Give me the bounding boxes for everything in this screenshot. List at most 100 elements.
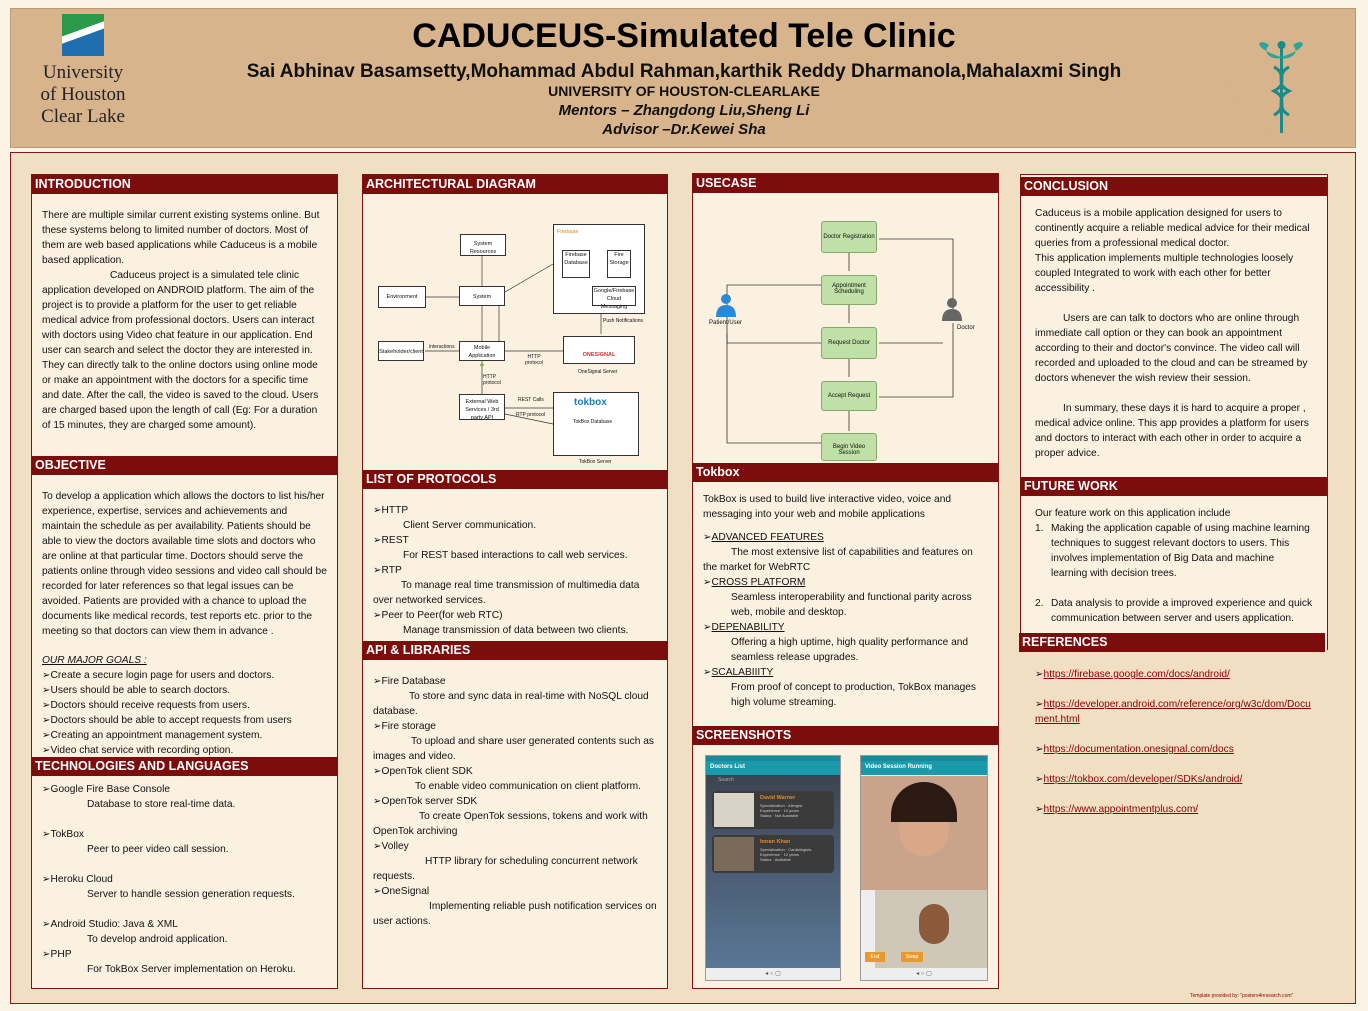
api-heading: API & LIBRARIES <box>363 641 667 660</box>
video-session-title: Video Session Running <box>861 761 987 775</box>
diagram-environment: Environment <box>378 286 426 308</box>
diagram-cloud-messaging: Google/Firebase Cloud Messaging <box>592 286 636 310</box>
doctor-name: David Warner <box>760 795 796 801</box>
objective-p1: To develop a application which allows th… <box>42 491 327 637</box>
usecase-diagram: Doctor Registration Appointment Scheduli… <box>693 193 998 463</box>
video-local-feed <box>875 890 987 970</box>
university: UNIVERSITY OF HOUSTON-CLEARLAKE <box>548 83 820 99</box>
reference-link[interactable]: https://firebase.google.com/docs/android… <box>1043 669 1230 680</box>
doctor-fields: Specialization · Allergist Experience · … <box>760 803 803 818</box>
swap-camera-button[interactable]: Swap <box>901 952 923 962</box>
android-nav-bar: ◂ ○ ▢ <box>861 968 987 980</box>
reference-link[interactable]: https://documentation.onesignal.com/docs <box>1043 744 1234 755</box>
diagram-rest-label: REST Calls <box>518 397 544 403</box>
diagram-tokbox: tokbox <box>553 392 639 456</box>
doctors-search: Search <box>718 777 734 783</box>
goal-item: ➢Creating an appointment management syst… <box>42 730 263 741</box>
reference-item: ➢https://developer.android.com/reference… <box>1035 699 1311 725</box>
advisor: Advisor –Dr.Kewei Sha <box>602 121 766 138</box>
conclusion-p4: In summary, these days it is hard to acq… <box>1035 403 1309 459</box>
doctor-card: David Warner Specialization · Allergist … <box>712 791 834 829</box>
future-intro: Our feature work on this application inc… <box>1035 508 1231 519</box>
usecase-node: Request Doctor <box>821 327 877 359</box>
diagram-system: System <box>459 286 505 306</box>
diagram-stakeholder: Stakeholder/client <box>378 341 424 361</box>
reference-item: ➢https://documentation.onesignal.com/doc… <box>1035 744 1234 755</box>
goals-heading: OUR MAJOR GOALS : <box>42 655 147 666</box>
conclusion-section: Caduceus is a mobile application designe… <box>1021 196 1327 477</box>
architecture-heading: ARCHITECTURAL DIAGRAM <box>363 175 667 194</box>
poster-title: CADUCEUS-Simulated Tele Clinic <box>412 17 956 55</box>
logo-line-2: of Houston <box>40 84 126 105</box>
reference-link[interactable]: https://tokbox.com/developer/SDKs/androi… <box>1043 774 1243 785</box>
future-item: 2.Data analysis to provide a improved ex… <box>1035 598 1313 624</box>
usecase-node: Doctor Registration <box>821 221 877 253</box>
objective-heading: OBJECTIVE <box>32 456 337 475</box>
reference-item: ➢https://www.appointmentplus.com/ <box>1035 804 1199 815</box>
conclusion-p1: Caduceus is a mobile application designe… <box>1035 208 1310 249</box>
patient-actor-icon <box>715 293 737 317</box>
introduction-p2: Caduceus project is a simulated tele cli… <box>42 270 319 431</box>
caduceus-logo-icon <box>1189 17 1339 145</box>
protocol-item: ➢Peer to Peer(for web RTC)Manage transmi… <box>373 610 629 636</box>
references-section: ➢https://firebase.google.com/docs/androi… <box>1035 667 1315 817</box>
diagram-http-label: HTTP protocol <box>525 354 543 366</box>
screenshots-section: Doctors List Search David Warner Special… <box>693 745 998 1005</box>
conclusion-p3: Users are can talk to doctors who are on… <box>1035 313 1308 384</box>
end-call-button[interactable]: End <box>865 952 885 962</box>
reference-link[interactable]: https://developer.android.com/reference/… <box>1035 699 1311 725</box>
screenshots-heading: SCREENSHOTS <box>693 726 998 745</box>
doctor-card: Imran Khan Specialization · Cardiologist… <box>712 835 834 873</box>
tokbox-intro: TokBox is used to build live interactive… <box>703 494 952 520</box>
diagram-push-label: Push Notifications <box>603 318 644 324</box>
protocols-heading: LIST OF PROTOCOLS <box>363 470 667 489</box>
reference-item: ➢https://tokbox.com/developer/SDKs/andro… <box>1035 774 1243 785</box>
goal-item: ➢Doctors should receive requests from us… <box>42 700 250 711</box>
goal-item: ➢Create a secure login page for users an… <box>42 670 275 681</box>
diagram-interactions-label: interactions <box>429 344 455 350</box>
column-4: CONCLUSION Caduceus is a mobile applicat… <box>1020 174 1328 650</box>
authors: Sai Abhinav Basamsetty,Mohammad Abdul Ra… <box>246 61 1122 82</box>
goal-item: ➢Users should be able to search doctors. <box>42 685 231 696</box>
introduction-section: There are multiple similar current exist… <box>32 194 337 444</box>
doctor-name: Imran Khan <box>760 839 791 845</box>
diagram-system-resources: System Resources <box>460 234 506 256</box>
tokbox-section: TokBox is used to build live interactive… <box>693 482 998 726</box>
reference-link[interactable]: https://www.appointmentplus.com/ <box>1043 804 1199 815</box>
usecase-node: Accept Request <box>821 381 877 411</box>
poster-header: University of Houston Clear Lake CADUCEU… <box>10 8 1356 148</box>
diagram-tokbox-server: TokBox Server <box>579 459 612 465</box>
doctor-photo <box>714 793 754 827</box>
column-3: USECASE Doctor Registration Appointment … <box>692 173 999 989</box>
column-2: ARCHITECTURAL DIAGRAM System Resourc <box>362 174 668 989</box>
patient-label: Patient/User <box>709 320 743 326</box>
diagram-fire-storage: Fire Storage <box>607 250 631 278</box>
video-remote-feed <box>861 776 987 890</box>
technologies-heading: TECHNOLOGIES AND LANGUAGES <box>32 757 337 776</box>
template-credit: Template provided by: "posters4research.… <box>1190 993 1294 999</box>
logo-line-3: Clear Lake <box>41 106 125 127</box>
usecase-heading: USECASE <box>693 174 998 193</box>
doctor-label: Doctor <box>957 325 975 331</box>
architecture-diagram: System Resources Firebase Firebase Datab… <box>363 194 667 470</box>
diagram-mobile-app: Mobile Application▲ <box>459 341 505 368</box>
introduction-p1: There are multiple similar current exist… <box>42 210 320 266</box>
